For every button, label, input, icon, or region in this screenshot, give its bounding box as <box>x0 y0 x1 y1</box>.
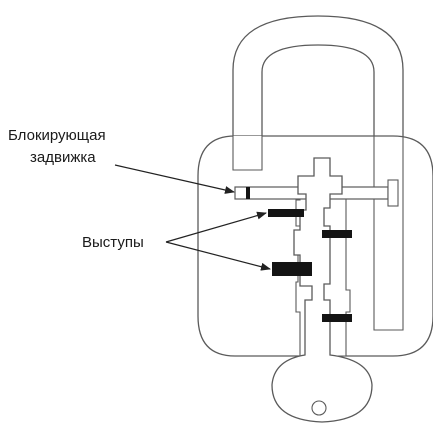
latch-label-line1: Блокирующая <box>8 127 106 144</box>
latch-end-cap <box>246 187 250 199</box>
wards-label: Выступы <box>82 234 144 251</box>
ward-bar-large <box>272 262 312 276</box>
latch-label-line2: задвижка <box>30 149 96 166</box>
latch-slot <box>387 179 399 207</box>
wards-callout-arrow-bottom <box>165 241 271 271</box>
latch-callout-arrow <box>114 164 235 194</box>
ward-bar-right-lower <box>322 314 352 322</box>
key <box>271 157 373 423</box>
key-hole <box>311 400 327 416</box>
ward-bar-right-upper <box>322 230 352 238</box>
wards-callout-arrow-top <box>165 211 267 243</box>
ward-bar-top <box>268 209 304 217</box>
shackle-left-leg <box>232 136 263 171</box>
shackle-channel <box>373 136 404 331</box>
